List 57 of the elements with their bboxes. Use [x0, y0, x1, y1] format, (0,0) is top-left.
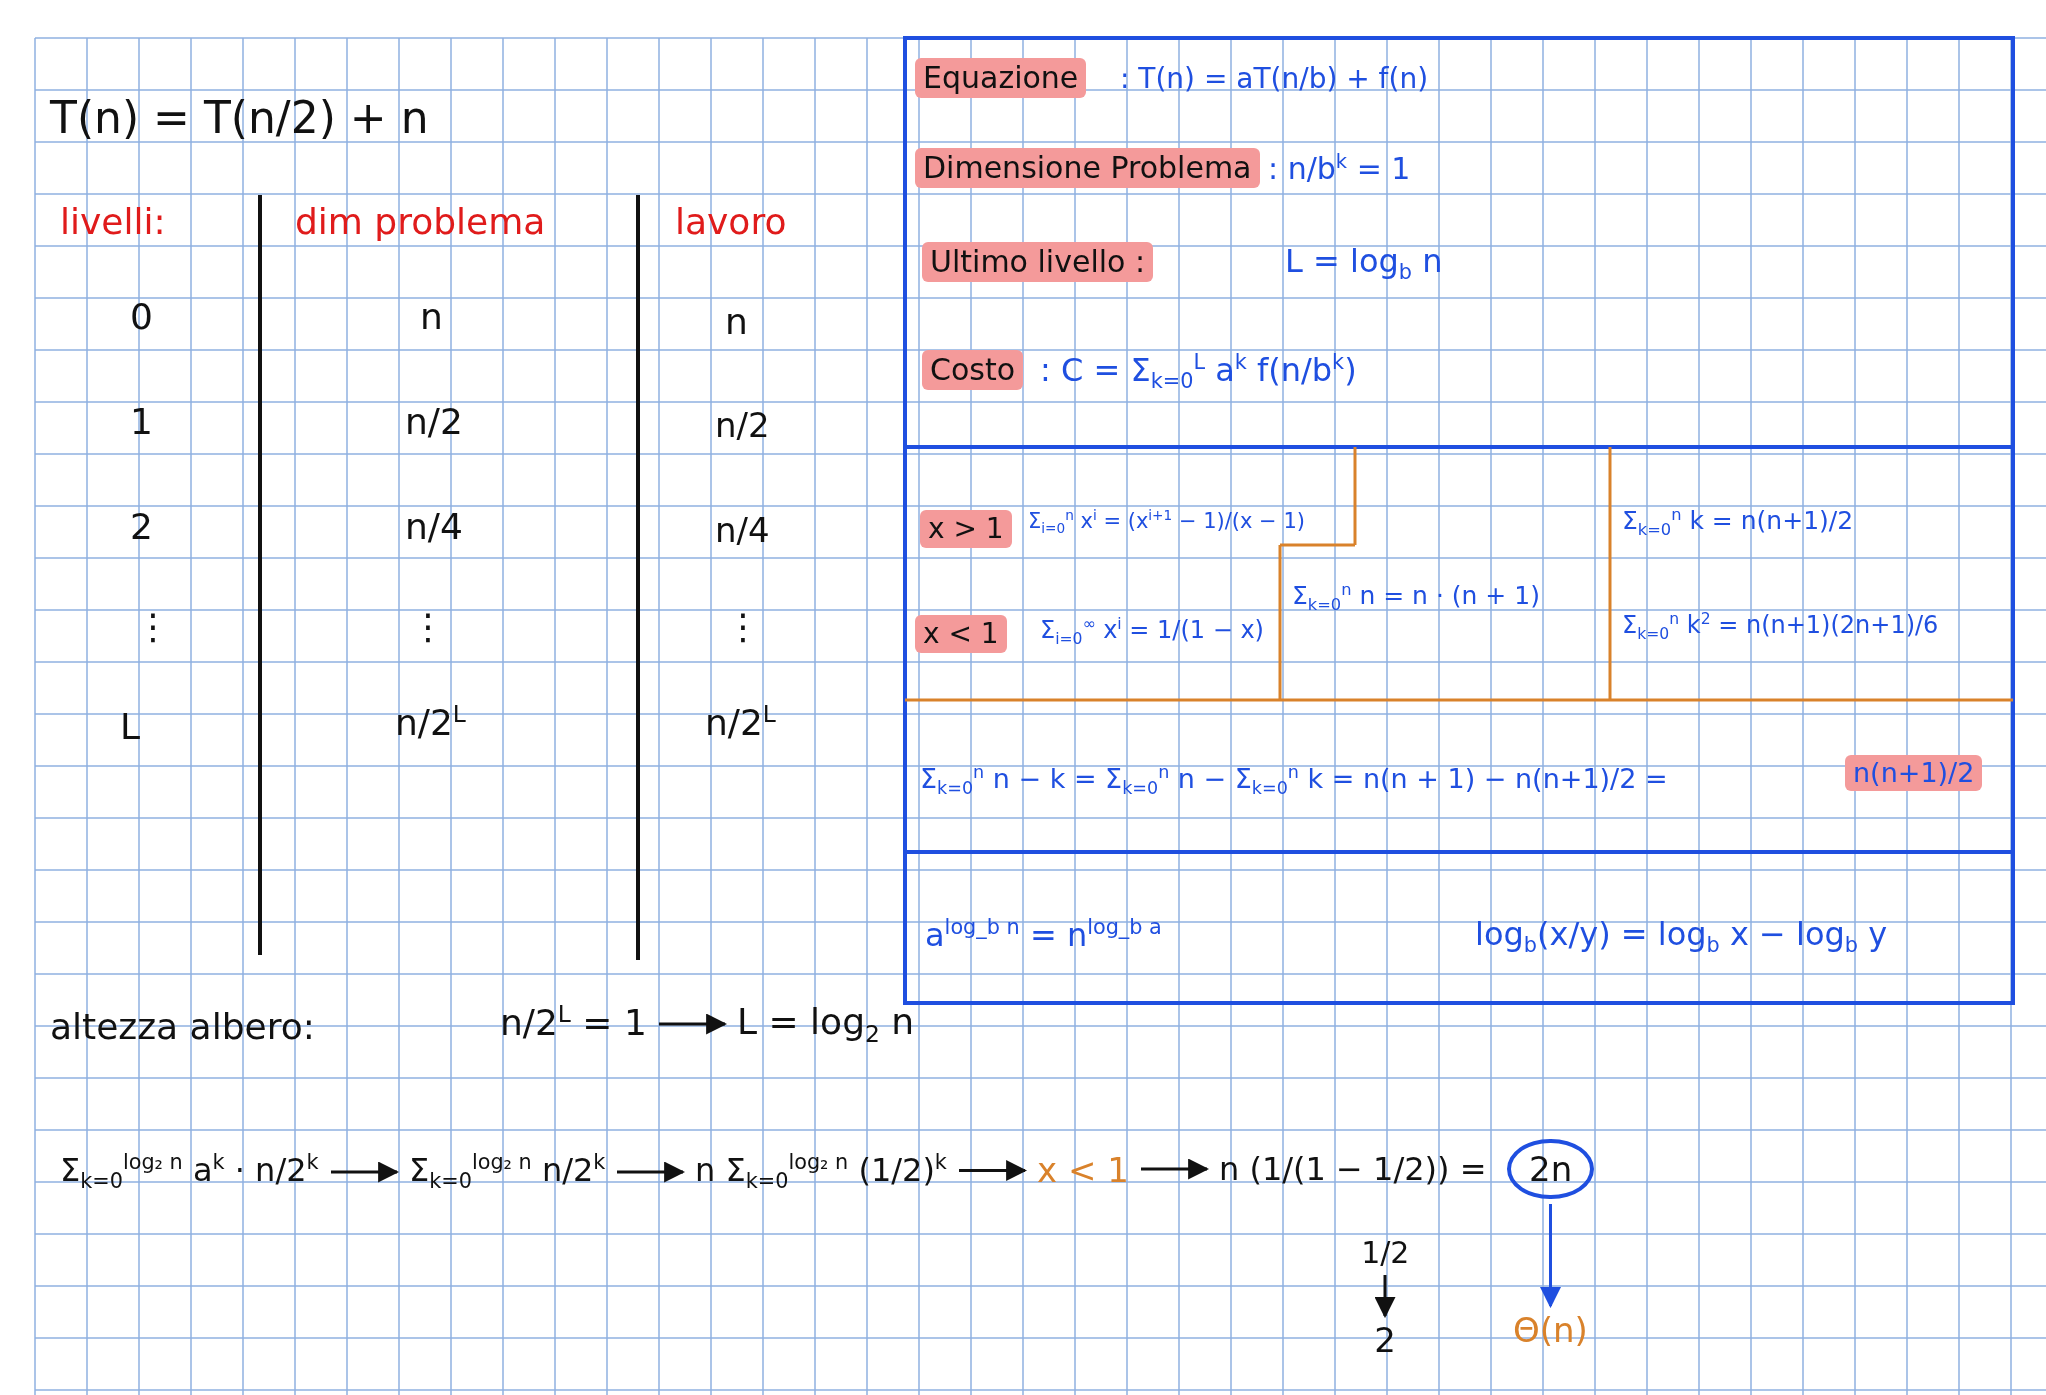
table-cell: 0: [130, 295, 153, 339]
table-cell: n/2$^{L}$: [395, 700, 466, 745]
formula: Σ$_{k=0}$$^{log₂ n}$ n/2$^{k}$: [409, 1150, 606, 1194]
table-cell: L: [120, 705, 141, 749]
formula: n (1/(1 − 1/2)) =: [1219, 1150, 1487, 1189]
arrow: [1374, 1275, 1396, 1319]
highlighted-term: x > 1: [920, 510, 1012, 548]
table-cell: n/2: [405, 400, 463, 444]
formula: 2: [1374, 1320, 1396, 1361]
arrow: [331, 1161, 400, 1183]
arrow: [959, 1160, 1028, 1181]
formula: Σ$_{k=0}$$^{n}$ k = n(n+1)/2: [1622, 505, 1854, 540]
arrow: [617, 1161, 686, 1183]
table-cell: n: [725, 300, 748, 344]
arrow: [1141, 1158, 1210, 1180]
column-header: livelli:: [60, 200, 166, 244]
formula: 1/2: [1361, 1235, 1410, 1271]
highlighted-term: Dimensione Problema: [915, 148, 1260, 188]
formula: Σ$_{k=0}$$^{n}$ n = n · (n + 1): [1292, 580, 1540, 615]
formula: n Σ$_{k=0}$$^{log₂ n}$ (1/2)$^{k}$: [695, 1150, 947, 1194]
table-cell: n: [420, 295, 443, 339]
formula: Σ$_{i=0}$$^{n}$ x$^{i}$ = (x$^{i+1}$ − 1)/(x − 1): [1028, 507, 1305, 537]
formula: a$^{log_b n}$ = n$^{log_b a}$: [925, 915, 1162, 955]
highlighted-term: Costo: [922, 350, 1024, 390]
formula: : C = Σ$_{k=0}$$^{L}$ a$^{k}$ f(n/b$^{k}$): [1040, 350, 1357, 394]
formula: Θ(n): [1513, 1310, 1588, 1351]
formula: x < 1: [1037, 1150, 1129, 1191]
table-cell: ⋮: [725, 605, 761, 649]
formula: L = log$_{b}$ n: [1285, 242, 1443, 286]
arrow: [1540, 1204, 1561, 1309]
highlighted-term: x < 1: [915, 615, 1007, 653]
formula: : n/b$^{k}$ = 1: [1268, 150, 1411, 187]
formula: log$_{b}$(x/y) = log$_{b}$ x − log$_{b}$ y: [1475, 915, 1888, 959]
table-cell: n/2$^{L}$: [705, 700, 776, 745]
arrow: [659, 1013, 728, 1035]
table-cell: ⋮: [410, 605, 446, 649]
circled-result: 2n: [1507, 1138, 1595, 1200]
formula: Σ$_{i=0}$$^{∞}$ x$^{i}$ = 1/(1 − x): [1040, 615, 1264, 649]
formula: n/2$^{L}$ = 1: [500, 1000, 647, 1045]
table-cell: 2: [130, 505, 153, 549]
highlighted-term: Ultimo livello :: [922, 242, 1154, 282]
table-cell: n/4: [405, 505, 463, 549]
highlighted-term: Equazione: [915, 58, 1087, 98]
table-cell: n/2: [715, 405, 770, 446]
formula: Σ$_{k=0}$$^{n}$ n − k = Σ$_{k=0}$$^{n}$ n − Σ$_{k=0}$$^{n}$ k = n(n + 1) − n(n+1)/2 =: [920, 762, 1668, 800]
formula: L = log$_{2}$ n: [737, 1000, 915, 1049]
heading: altezza albero:: [50, 1005, 315, 1049]
formula: Σ$_{k=0}$$^{n}$ k$^{2}$ = n(n+1)(2n+1)/6: [1622, 610, 1939, 644]
formula: : T(n) = aT(n/b) + f(n): [1120, 62, 1429, 96]
table-cell: ⋮: [135, 605, 171, 649]
table-cell: n/4: [715, 510, 770, 551]
formula: Σ$_{k=0}$$^{log₂ n}$ a$^{k}$ · n/2$^{k}$: [60, 1150, 319, 1194]
column-header: lavoro: [675, 200, 787, 244]
formula: T(n) = T(n/2) + n: [50, 92, 429, 145]
column-header: dim problema: [295, 200, 546, 244]
table-cell: 1: [130, 400, 153, 444]
highlighted-term: n(n+1)/2: [1845, 755, 1983, 792]
